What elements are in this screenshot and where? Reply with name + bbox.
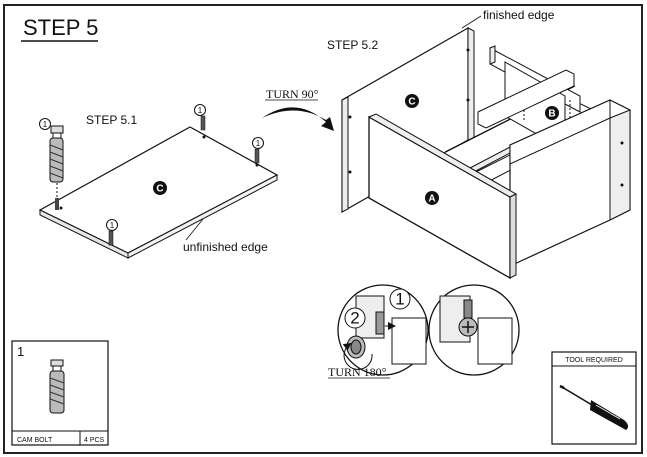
substep-5-2-label: STEP 5.2 <box>327 38 378 52</box>
svg-text:1: 1 <box>256 139 261 148</box>
tool-header: TOOL REQUIRED <box>565 357 623 364</box>
panel-a-label: A <box>428 194 435 205</box>
hardware-id: 1 <box>17 344 24 359</box>
cam-bolt-illustration: 1 <box>39 118 64 210</box>
cam-step-2-callout: 2 <box>344 307 366 329</box>
panel-c-flat: C <box>38 126 279 259</box>
hardware-name: CAM BOLT <box>17 437 53 444</box>
svg-text:C: C <box>156 184 163 195</box>
step-title: STEP 5 <box>23 15 98 40</box>
finished-edge-label: finished edge <box>483 8 555 22</box>
cam-step-1-callout: 1 <box>389 288 411 310</box>
hardware-qty: 4 PCS <box>84 437 105 444</box>
svg-text:1: 1 <box>43 120 48 129</box>
screwdriver-icon <box>559 384 629 430</box>
cam-bolt-marker-top: 1 <box>194 104 206 131</box>
turn-180-label: TURN 180° <box>328 365 387 379</box>
panel-c-badge <box>153 181 167 195</box>
unfinished-edge-label: unfinished edge <box>183 240 268 254</box>
substep-5-1-label: STEP 5.1 <box>86 113 137 127</box>
cam-lock-detail-1 <box>337 284 429 376</box>
cam-bolt-marker-right: 1 <box>252 137 264 164</box>
panel-c-label: C <box>408 97 415 108</box>
panel-b-label: B <box>548 109 555 120</box>
svg-text:1: 1 <box>198 106 203 115</box>
turn-90-label: TURN 90° <box>266 87 319 101</box>
cam-lock-detail-2 <box>428 284 520 376</box>
svg-text:1: 1 <box>110 221 115 230</box>
drawer-box: C B A <box>341 26 631 280</box>
turn-arrow-icon <box>262 107 334 131</box>
tool-box: TOOL REQUIRED <box>551 351 637 445</box>
svg-text:1: 1 <box>395 289 404 308</box>
svg-text:2: 2 <box>350 308 359 327</box>
cam-bolt-icon <box>49 359 65 414</box>
cam-bolt-marker-bottom: 1 <box>106 219 118 246</box>
hardware-box: 1 CAM BOLT 4 PCS <box>11 340 109 446</box>
